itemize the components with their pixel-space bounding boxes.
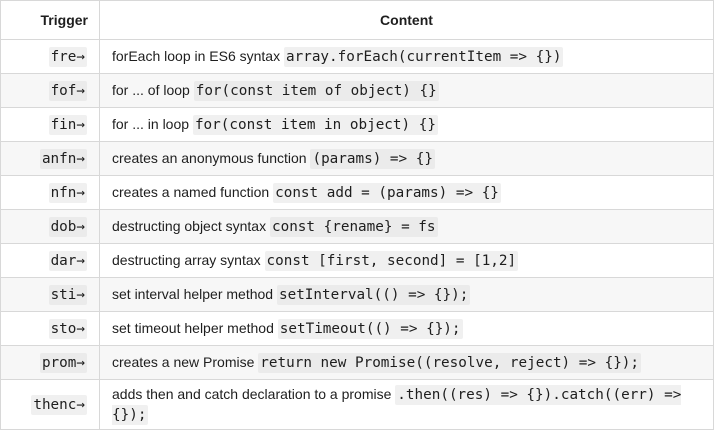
- table-row: prom→ creates a new Promise return new P…: [0, 345, 714, 380]
- description: for ... in loop: [112, 115, 190, 132]
- trigger-code: sti→: [48, 285, 87, 305]
- trigger-code: fin→: [48, 115, 87, 135]
- snippet-code: for(const item in object) {}: [192, 114, 438, 135]
- snippet-code: setInterval(() => {});: [276, 284, 471, 305]
- description: destructing object syntax: [112, 217, 267, 234]
- description: creates a new Promise: [112, 353, 255, 370]
- trigger-code: thenc→: [31, 395, 87, 415]
- description: adds then and catch declaration to a pro…: [112, 385, 392, 402]
- snippet-code: const add = (params) => {}: [273, 182, 501, 203]
- content-cell: for ... in loop for(const item in object…: [99, 107, 714, 142]
- trigger-code: sto→: [48, 319, 87, 339]
- trigger-cell: fre→: [0, 39, 100, 74]
- snippet-code: (params) => {}: [310, 148, 435, 169]
- trigger-code: fof→: [48, 81, 87, 101]
- content-cell: creates an anonymous function (params) =…: [99, 141, 714, 176]
- content-cell: destructing array syntax const [first, s…: [99, 243, 714, 278]
- snippet-code: return new Promise((resolve, reject) => …: [258, 352, 642, 373]
- trigger-cell: prom→: [0, 345, 100, 380]
- trigger-cell: thenc→: [0, 379, 100, 430]
- description: destructing array syntax: [112, 251, 261, 268]
- header-trigger: Trigger: [0, 0, 100, 40]
- trigger-cell: sti→: [0, 277, 100, 312]
- description: set timeout helper method: [112, 319, 274, 336]
- trigger-code: nfn→: [48, 183, 87, 203]
- trigger-code: dar→: [48, 251, 87, 271]
- table-row: fre→ forEach loop in ES6 syntax array.fo…: [0, 39, 714, 74]
- snippet-code: setTimeout(() => {});: [277, 318, 463, 339]
- table-row: fof→ for ... of loop for(const item of o…: [0, 73, 714, 108]
- trigger-code: fre→: [48, 47, 87, 67]
- table-row: sto→ set timeout helper method setTimeou…: [0, 311, 714, 346]
- snippet-code: const [first, second] = [1,2]: [264, 250, 519, 271]
- trigger-cell: sto→: [0, 311, 100, 346]
- description: for ... of loop: [112, 81, 190, 98]
- snippet-code: for(const item of object) {}: [193, 80, 439, 101]
- trigger-cell: nfn→: [0, 175, 100, 210]
- trigger-code: prom→: [39, 353, 87, 373]
- table-header-row: Trigger Content: [0, 0, 714, 40]
- table-row: nfn→ creates a named function const add …: [0, 175, 714, 210]
- table-row: sti→ set interval helper method setInter…: [0, 277, 714, 312]
- content-cell: adds then and catch declaration to a pro…: [99, 379, 714, 430]
- description: creates an anonymous function: [112, 149, 307, 166]
- content-cell: set interval helper method setInterval((…: [99, 277, 714, 312]
- trigger-cell: fof→: [0, 73, 100, 108]
- description: creates a named function: [112, 183, 270, 200]
- trigger-code: dob→: [48, 217, 87, 237]
- content-cell: destructing object syntax const {rename}…: [99, 209, 714, 244]
- table-row: anfn→ creates an anonymous function (par…: [0, 141, 714, 176]
- trigger-cell: anfn→: [0, 141, 100, 176]
- content-cell: creates a named function const add = (pa…: [99, 175, 714, 210]
- description: set interval helper method: [112, 285, 274, 302]
- content-cell: set timeout helper method setTimeout(() …: [99, 311, 714, 346]
- description: forEach loop in ES6 syntax: [112, 47, 281, 64]
- header-content: Content: [99, 0, 714, 40]
- trigger-code: anfn→: [39, 149, 87, 169]
- trigger-cell: dar→: [0, 243, 100, 278]
- trigger-cell: dob→: [0, 209, 100, 244]
- trigger-cell: fin→: [0, 107, 100, 142]
- table-row: fin→ for ... in loop for(const item in o…: [0, 107, 714, 142]
- table-row: dob→ destructing object syntax const {re…: [0, 209, 714, 244]
- content-cell: creates a new Promise return new Promise…: [99, 345, 714, 380]
- table-row: dar→ destructing array syntax const [fir…: [0, 243, 714, 278]
- content-cell: for ... of loop for(const item of object…: [99, 73, 714, 108]
- content-cell: forEach loop in ES6 syntax array.forEach…: [99, 39, 714, 74]
- table-row: thenc→ adds then and catch declaration t…: [0, 379, 714, 430]
- snippet-code: array.forEach(currentItem => {}): [284, 46, 564, 67]
- snippet-code: const {rename} = fs: [269, 216, 438, 237]
